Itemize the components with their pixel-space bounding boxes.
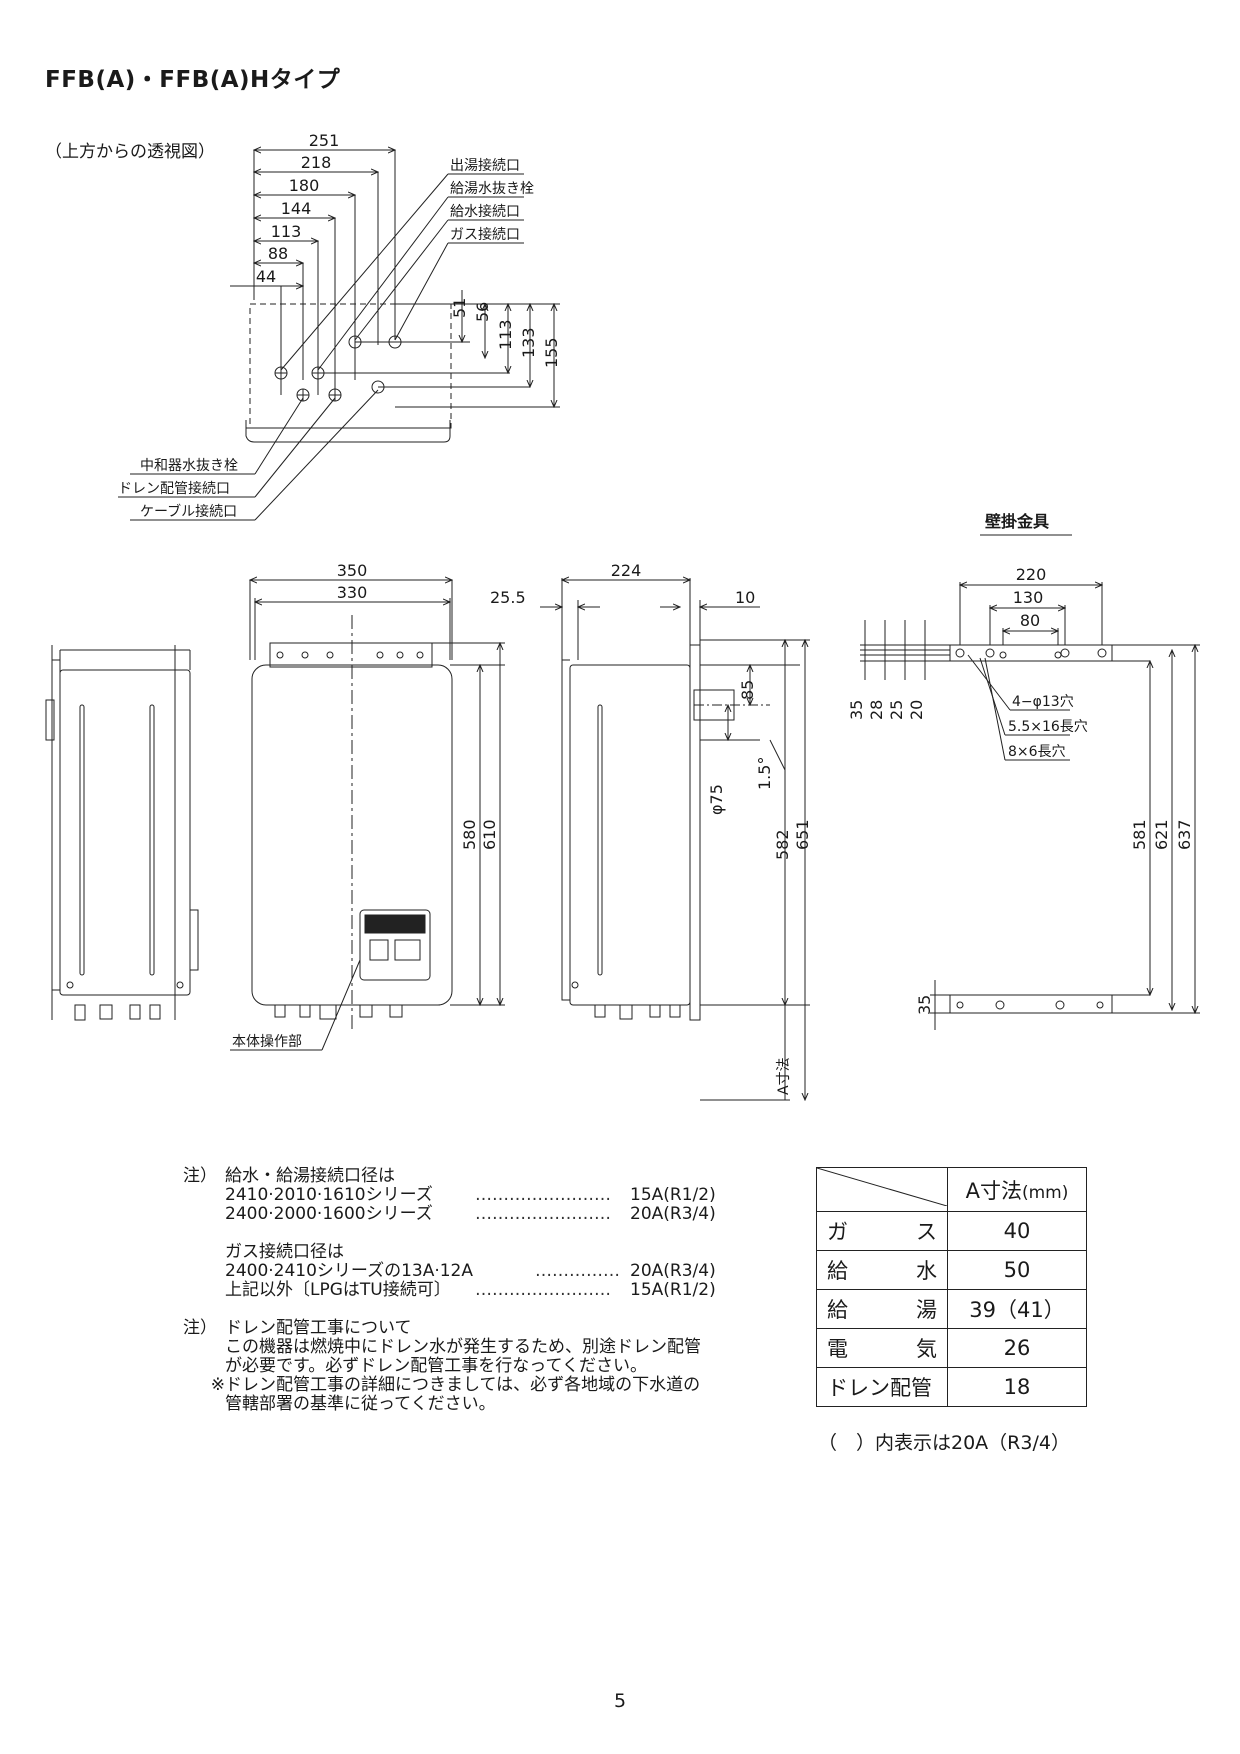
dim-35b: 35 (915, 995, 934, 1015)
top-view-outline (249, 303, 452, 429)
label-drain-pipe-connection: ドレン配管接続口 (118, 480, 230, 497)
dim-56: 56 (473, 302, 492, 322)
gas-row-1: 2400·2410シリーズの13A·12A …………… 20A(R3/4) (225, 1261, 716, 1281)
label-control-panel: 本体操作部 (232, 1034, 302, 1050)
dim-580: 580 (460, 819, 479, 850)
table-header-row: A寸法(mm) (816, 1167, 1087, 1212)
gas-head: ガス接続口径は (225, 1242, 344, 1262)
a-dimension-table: A寸法(mm) ガス 40 給水 50 給湯 39（41） 電気 26 ドレン配… (816, 1167, 1087, 1407)
dim-637: 637 (1175, 819, 1194, 850)
note2-line-2: が必要です。必ずドレン配管工事を行なってください。 (225, 1356, 647, 1376)
dim-51: 51 (450, 298, 469, 318)
dim-180: 180 (289, 176, 320, 195)
dim-144: 144 (281, 199, 312, 218)
front-view (230, 580, 505, 1051)
note1-row-1: 2410·2010·1610シリーズ …………………… 15A(R1/2) (225, 1185, 716, 1205)
table-corner (816, 1167, 948, 1212)
dim-80: 80 (1020, 611, 1040, 630)
label-cable-connection: ケーブル接続口 (140, 503, 237, 520)
bracket-bottom (949, 994, 1113, 1014)
note3-line-2: 管轄部署の基準に従ってください。 (225, 1394, 496, 1414)
dim-581: 581 (1130, 819, 1149, 850)
left-side-view (45, 645, 199, 1021)
technical-drawing: （上方からの透視図） 251 218 180 144 113 88 44 51 … (45, 131, 1200, 1160)
dim-20: 20 (907, 700, 926, 720)
dim-25-5: 25.5 (490, 588, 526, 607)
dim-651: 651 (793, 819, 812, 850)
control-panel (359, 909, 431, 981)
label-water-inlet: 給水接続口 (450, 203, 520, 220)
right-side-view (540, 578, 810, 1100)
dim-35a: 35 (847, 700, 866, 720)
note2-head: 注） ドレン配管工事について (183, 1318, 412, 1338)
label-8x6-slot: 8×6長穴 (1008, 744, 1066, 760)
dim-a: A寸法 (776, 1057, 792, 1095)
dim-251: 251 (309, 131, 340, 150)
label-hot-water-outlet: 出湯接続口 (450, 157, 520, 174)
label-hot-water-drain-plug: 給湯水抜き栓 (450, 180, 534, 197)
label-5-5x16-slot: 5.5×16長穴 (1008, 719, 1088, 735)
notes: 注） 給水・給湯接続口径は 2410·2010·1610シリーズ …………………… (183, 1167, 716, 1414)
dim-phi75: φ75 (707, 784, 726, 815)
dim-220: 220 (1016, 565, 1047, 584)
label-4-phi13-holes: 4−φ13穴 (1012, 694, 1074, 710)
dim-44: 44 (256, 267, 276, 286)
note3-line-1: ※ ドレン配管工事の詳細につきましては、必ず各地域の下水道の (210, 1375, 701, 1395)
diagonal-divider (816, 1167, 948, 1207)
dim-10: 10 (735, 588, 755, 607)
dim-155: 155 (542, 337, 561, 368)
label-neutralizer-drain: 中和器水抜き栓 (140, 458, 238, 474)
table-row: 電気 26 (816, 1328, 1087, 1368)
dim-85: 85 (738, 680, 757, 700)
wall-bracket (860, 534, 1200, 1030)
dim-angle: 1.5° (755, 757, 774, 790)
bracket-title: 壁掛金具 (985, 512, 1049, 531)
dim-130: 130 (1013, 588, 1044, 607)
dim-113: 113 (271, 222, 302, 241)
dim-133: 133 (519, 327, 538, 358)
dim-113b: 113 (496, 319, 515, 350)
page-number: 5 (613, 1690, 627, 1712)
note2-line-1: この機器は燃焼中にドレン水が発生するため、別途ドレン配管 (225, 1337, 701, 1357)
dim-330: 330 (337, 583, 368, 602)
note1-row-2: 2400·2000·1600シリーズ …………………… 20A(R3/4) (225, 1204, 716, 1224)
gas-row-2: 上記以外〔LPGはTU接続可〕 …………………… 15A(R1/2) (225, 1280, 716, 1300)
label-gas-inlet: ガス接続口 (450, 226, 520, 243)
bracket-top (949, 644, 1113, 662)
table-row: ガス 40 (816, 1211, 1087, 1251)
dim-25: 25 (887, 700, 906, 720)
dim-610: 610 (480, 819, 499, 850)
table-header: A寸法(mm) (947, 1167, 1087, 1212)
dim-621: 621 (1152, 819, 1171, 850)
dim-350: 350 (337, 561, 368, 580)
page-title: FFB(A)・FFB(A)Hタイプ (45, 67, 341, 93)
dim-218: 218 (301, 153, 332, 172)
dim-88: 88 (268, 244, 288, 263)
dim-28: 28 (867, 700, 886, 720)
table-row: 給湯 39（41） (816, 1289, 1087, 1329)
table-footnote: （ ）内表示は20A（R3/4） (818, 1432, 1070, 1454)
table-row: 給水 50 (816, 1250, 1087, 1290)
note1-head: 注） 給水・給湯接続口径は (183, 1166, 395, 1186)
dim-224: 224 (611, 561, 642, 580)
top-view-caption: （上方からの透視図） (45, 142, 215, 162)
top-view (118, 150, 560, 521)
table-row: ドレン配管 18 (816, 1367, 1087, 1407)
dim-582: 582 (773, 829, 792, 860)
